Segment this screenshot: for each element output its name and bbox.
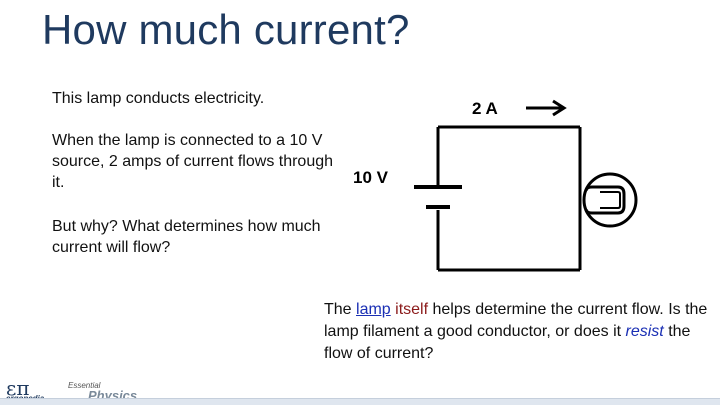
caption-text: The lamp itself helps determine the curr… bbox=[324, 299, 714, 365]
paragraph-lamp-conducts: This lamp conducts electricity. bbox=[52, 90, 265, 107]
footer-bar bbox=[0, 398, 720, 405]
voltage-label: 10 V bbox=[353, 168, 389, 187]
paragraph-current-flow: When the lamp is connected to a 10 V sou… bbox=[52, 132, 334, 191]
caption-part4: the flow of current? bbox=[324, 323, 691, 362]
lamp-link[interactable]: lamp bbox=[356, 301, 391, 318]
arrow-right-icon bbox=[526, 99, 567, 117]
ergopedia-logo-symbol: επ bbox=[6, 376, 30, 400]
resist-word: resist bbox=[625, 323, 664, 340]
paragraph-question: But why? What determines how much curren… bbox=[52, 218, 321, 256]
current-label: 2 A bbox=[472, 99, 498, 118]
battery-icon bbox=[414, 185, 462, 209]
slide-title: How much current? bbox=[42, 6, 410, 53]
lamp-icon bbox=[578, 172, 638, 228]
caption-part3: helps determine the current flow. Is the… bbox=[324, 301, 708, 340]
itself-word: itself bbox=[395, 301, 429, 318]
caption-part1: The bbox=[324, 301, 357, 318]
essential-label: Essential bbox=[68, 381, 101, 390]
circuit-diagram: 2 A 10 V bbox=[353, 99, 638, 272]
